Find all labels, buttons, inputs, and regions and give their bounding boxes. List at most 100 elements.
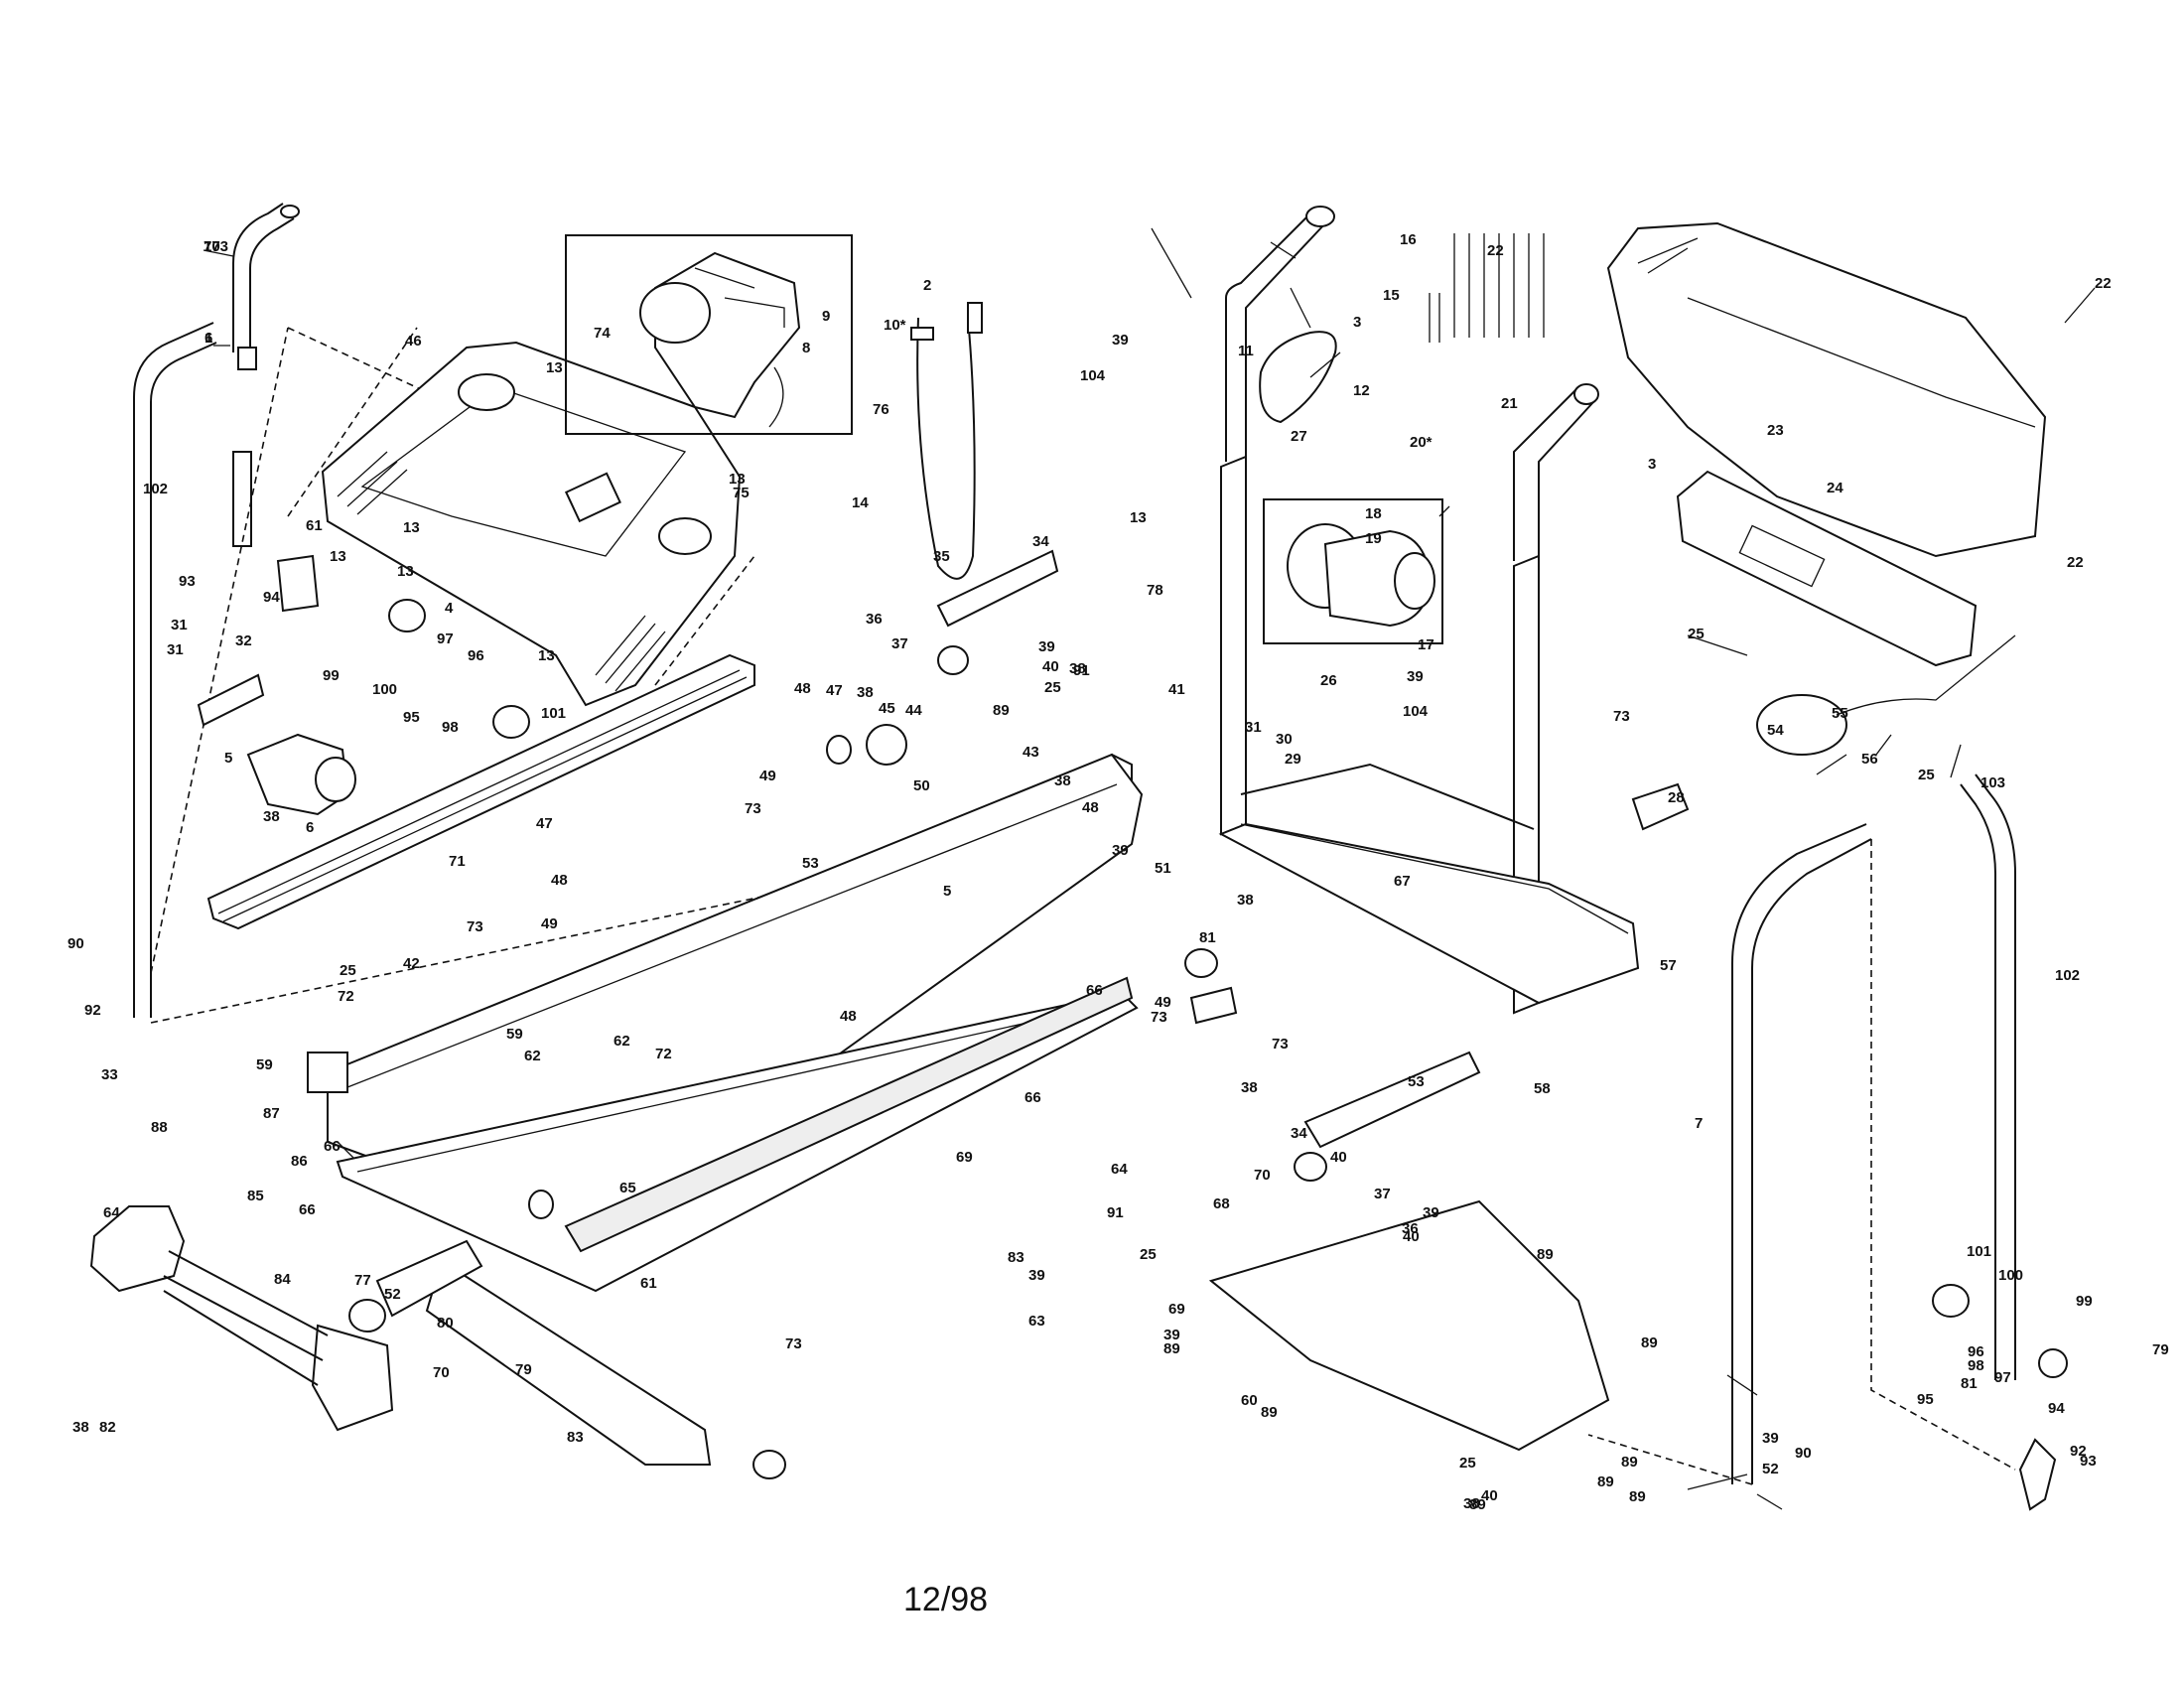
part-label-3: 3 [1353,314,1361,331]
part-label-69: 69 [956,1149,973,1166]
part-label-39: 39 [1028,1267,1045,1284]
part-label-89: 89 [993,702,1010,719]
part-label-31: 31 [1245,719,1262,736]
part-label-40: 40 [1481,1487,1498,1504]
part-label-99: 99 [2076,1293,2093,1310]
part-label-17: 17 [1418,636,1434,653]
part-label-94: 94 [2048,1400,2065,1417]
part-label-38: 38 [1463,1495,1480,1512]
part-label-39: 39 [1038,638,1055,655]
part-label-29: 29 [1285,751,1301,768]
part-label-73: 73 [1613,708,1630,725]
part-label-38: 38 [857,684,874,701]
part-label-13: 13 [1130,509,1147,526]
part-label-100: 100 [1998,1267,2023,1284]
part-label-93: 93 [179,573,196,590]
part-label-22: 22 [2067,554,2084,571]
part-label-61: 61 [306,517,323,534]
part-label-4: 4 [445,600,454,617]
date-code: 12/98 [903,1581,988,1618]
part-label-89: 89 [1621,1454,1638,1471]
part-label-84: 84 [274,1271,291,1288]
part-label-60: 60 [1241,1392,1258,1409]
part-label-88: 88 [151,1119,168,1136]
part-label-6: 6 [306,819,314,836]
part-label-97: 97 [437,631,454,647]
part-label-25: 25 [1918,767,1935,783]
part-label-28: 28 [1668,789,1685,806]
part-label-72: 72 [338,988,354,1005]
part-label-31: 31 [171,617,188,633]
part-label-77: 77 [354,1272,371,1289]
part-label-27: 27 [1291,428,1307,445]
part-label-77: 77 [204,238,220,255]
part-label-49: 49 [759,768,776,784]
part-label-89: 89 [1641,1334,1658,1351]
part-label-6: 6 [205,330,212,347]
part-label-64: 64 [103,1204,120,1221]
part-label-91: 91 [1073,662,1090,679]
part-label-7: 7 [1695,1115,1703,1132]
part-label-39: 39 [1407,668,1424,685]
part-label-53: 53 [802,855,819,872]
part-label-39: 39 [1163,1327,1180,1343]
part-label-31: 31 [167,641,184,658]
part-label-95: 95 [403,709,420,726]
part-label-39: 39 [1112,332,1129,349]
part-label-59: 59 [506,1026,523,1043]
part-label-103: 103 [204,238,228,255]
part-label-56: 56 [1861,751,1878,768]
part-label-42: 42 [403,955,420,972]
part-label-62: 62 [524,1048,541,1064]
part-label-95: 95 [1917,1391,1934,1408]
part-label-20star: 20* [1410,434,1433,451]
part-label-36: 36 [1402,1220,1419,1237]
part-label-13: 13 [729,471,746,488]
part-label-13: 13 [330,548,346,565]
part-label-90: 90 [68,935,84,952]
part-label-25: 25 [1688,626,1705,642]
part-label-70: 70 [433,1364,450,1381]
part-label-80: 80 [437,1315,454,1332]
part-label-40: 40 [1042,658,1059,675]
part-label-58: 58 [1534,1080,1551,1097]
part-label-87: 87 [263,1105,280,1122]
part-label-78: 78 [1147,582,1163,599]
part-label-49: 49 [541,915,558,932]
part-label-22: 22 [1487,242,1504,259]
part-label-47: 47 [826,682,843,699]
part-label-25: 25 [340,962,356,979]
part-label-35: 35 [933,548,950,565]
part-label-46: 46 [405,333,422,350]
part-label-38: 38 [1054,772,1071,789]
part-label-100: 100 [372,681,397,698]
part-label-38: 38 [1237,892,1254,909]
part-label-92: 92 [84,1002,101,1019]
part-label-99: 99 [323,667,340,684]
part-label-34: 34 [1291,1125,1307,1142]
part-label-24: 24 [1827,480,1843,496]
part-label-71: 71 [449,853,466,870]
part-label-74: 74 [594,325,611,342]
part-label-104: 104 [1080,367,1106,384]
part-label-26: 26 [1320,672,1337,689]
part-label-66: 66 [1086,982,1103,999]
part-label-19: 19 [1365,530,1382,547]
part-label-8: 8 [802,340,810,356]
part-label-44: 44 [905,702,922,719]
part-label-52: 52 [1762,1461,1779,1477]
part-label-102: 102 [143,481,168,497]
part-label-57: 57 [1660,957,1677,974]
part-label-59: 59 [256,1056,273,1073]
part-label-92: 92 [2070,1443,2087,1460]
part-label-97: 97 [1994,1369,2011,1386]
part-label-39: 39 [1112,842,1129,859]
part-label-45: 45 [879,700,895,717]
part-label-22: 22 [2095,275,2112,292]
part-label-96: 96 [1968,1343,1984,1360]
part-label-37: 37 [891,635,908,652]
part-label-49: 49 [1155,994,1171,1011]
part-label-73: 73 [1151,1009,1167,1026]
drawing-lines [89,203,2096,1511]
